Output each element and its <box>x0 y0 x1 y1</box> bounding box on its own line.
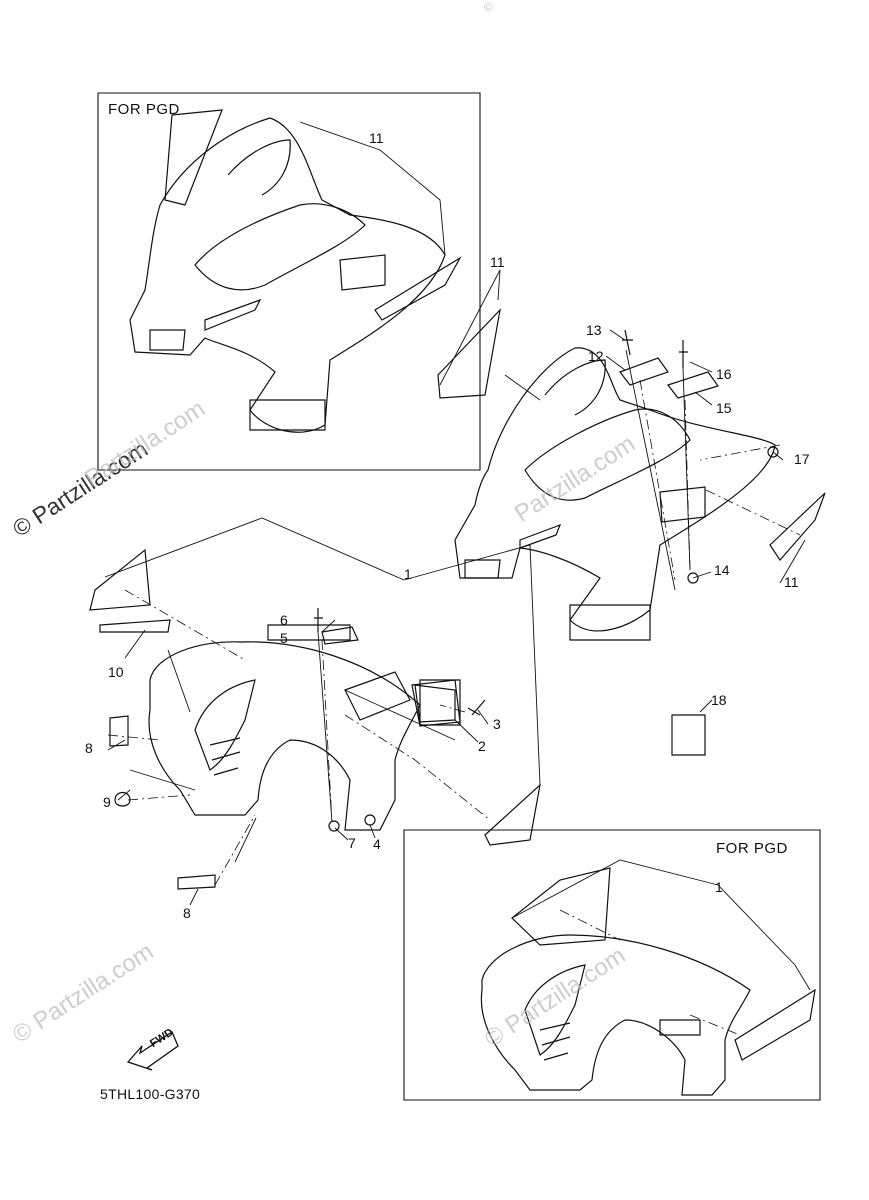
callout-1-front-fender[interactable]: 1 <box>404 566 412 582</box>
callout-11-right-decal[interactable]: 11 <box>784 574 799 590</box>
part-17-grommet <box>767 446 779 458</box>
callout-12[interactable]: 12 <box>588 348 604 364</box>
inset-box-upper-left <box>97 92 481 471</box>
part-14-grommet <box>687 572 699 584</box>
callout-16[interactable]: 16 <box>716 366 732 382</box>
inset-box-lower-right <box>403 829 821 1101</box>
callout-11-left-decal[interactable]: 11 <box>490 254 505 270</box>
callout-11-pgd[interactable]: 11 <box>369 130 384 146</box>
fwd-arrow-icon <box>126 1031 179 1071</box>
part-16-rivet <box>679 340 688 368</box>
rear-fender-pgd <box>129 109 462 433</box>
for-pgd-label-upper: FOR PGD <box>108 101 180 118</box>
copyright-mark-top: © <box>484 0 493 14</box>
callout-6[interactable]: 6 <box>280 612 288 628</box>
callout-14[interactable]: 14 <box>714 562 730 578</box>
rear-fender <box>437 308 826 641</box>
leader-lines <box>104 121 811 991</box>
dash-dot-lines <box>107 379 801 1036</box>
part-15-plate <box>667 371 719 399</box>
front-fender <box>89 548 541 890</box>
part-4-grommet <box>364 814 376 826</box>
part-6-rivet <box>314 608 323 632</box>
callout-2[interactable]: 2 <box>478 738 486 754</box>
callout-8-lower[interactable]: 8 <box>183 905 191 921</box>
callout-18[interactable]: 18 <box>711 692 727 708</box>
callout-7[interactable]: 7 <box>348 835 356 851</box>
front-fender-pgd <box>480 867 816 1096</box>
diagram-part-code: 5THL100-G370 <box>100 1086 201 1102</box>
part-3-rivet <box>467 699 486 716</box>
callout-4[interactable]: 4 <box>373 836 381 852</box>
callout-13[interactable]: 13 <box>586 322 602 338</box>
callout-10[interactable]: 10 <box>108 664 124 680</box>
callout-9[interactable]: 9 <box>103 794 111 810</box>
part-9-emblem <box>114 791 131 807</box>
callout-5[interactable]: 5 <box>280 630 288 646</box>
callout-8-upper[interactable]: 8 <box>85 740 93 756</box>
part-12-plate <box>619 357 669 386</box>
part-7-grommet <box>328 820 340 832</box>
part-18-label <box>671 714 706 756</box>
part-13-rivet <box>622 329 633 356</box>
part-5-plate <box>321 626 359 645</box>
for-pgd-label-lower: FOR PGD <box>716 840 788 857</box>
callout-15[interactable]: 15 <box>716 400 732 416</box>
callout-3[interactable]: 3 <box>493 716 501 732</box>
callout-1-front-fender-pgd[interactable]: 1 <box>715 879 723 895</box>
part-2-plate <box>411 679 461 727</box>
callout-17[interactable]: 17 <box>794 451 810 467</box>
